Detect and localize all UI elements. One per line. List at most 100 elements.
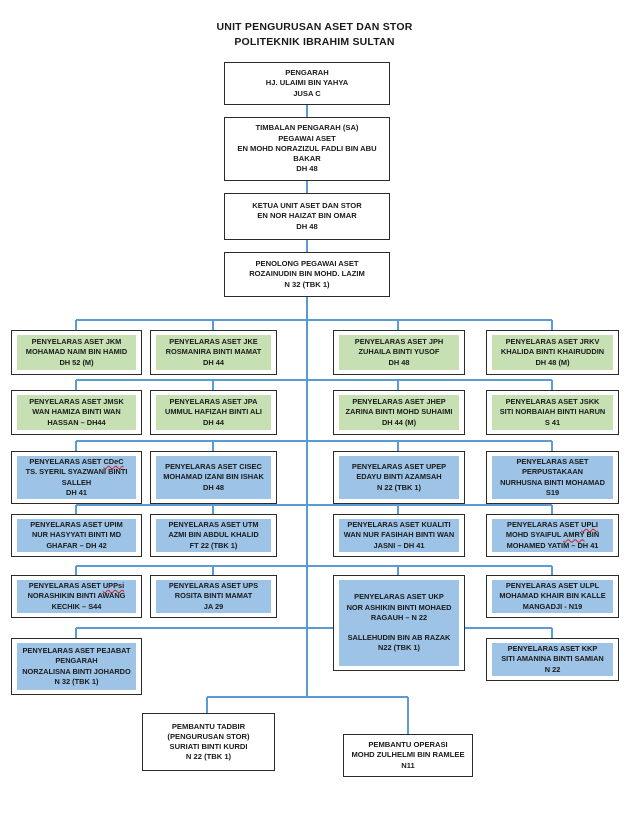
- node-text-line: S19: [545, 487, 560, 497]
- node-text-line: S 41: [544, 417, 561, 427]
- administrative-assistant-box: PEMBANTU TADBIR(PENGURUSAN STOR)SURIATI …: [142, 713, 275, 771]
- node-text-line: PENYELARAS ASET UPS: [168, 581, 259, 591]
- node-text-line: NOR ASHIKIN BINTI MOHAED: [346, 602, 452, 612]
- node-text-line: ZUHAILA BINTI YUSOF: [358, 347, 440, 357]
- node-text-line: KHALIDA BINTI KHAIRUDDIN: [500, 347, 605, 357]
- chart-title-line-2: POLITEKNIK IBRAHIM SULTAN: [234, 36, 395, 48]
- node-text-line: WAN HAMIZA BINTI WAN: [32, 407, 121, 417]
- node-text-line: MOHD SYAIFUL AMRY BIN: [505, 530, 600, 540]
- node-text-line: PENYELARAS ASET KUALITI: [347, 520, 451, 530]
- spellcheck-mark: CDeC: [103, 457, 124, 467]
- node-text-line: ROSMANIRA BINTI MAMAT: [165, 347, 262, 357]
- node-text-line: (PENGURUSAN STOR): [167, 731, 250, 741]
- node-text-line: PENYELARAS ASET UPPsi: [28, 581, 125, 591]
- node-text-line: DH 41: [66, 487, 87, 497]
- node-text-line: PENGARAH: [55, 656, 98, 666]
- spellcheck-mark: AMRY: [563, 530, 585, 540]
- node-text-line: PENYELARAS ASET UPEP: [351, 462, 447, 472]
- node-text-line: NORZALISNA BINTI JOHARDO: [22, 666, 131, 676]
- node-text-line: SALLEHUDIN BIN AB RAZAK: [347, 633, 451, 643]
- node-text-line: DH 48: [388, 357, 410, 367]
- node-text-line: PENYELARAS ASET JKM: [31, 337, 122, 347]
- node-text-line: PENYELARAS ASET: [516, 457, 589, 467]
- node-text-line: TIMBALAN PENGARAH (SA): [255, 123, 359, 133]
- node-text-line: DH 48: [296, 221, 318, 231]
- node-text-line: RAGAUH – N 22: [370, 612, 428, 622]
- node-text-line: WAN NUR FASIHAH BINTI WAN: [343, 530, 455, 540]
- node-text-line: TS. SYERIL SYAZWANI BINTI: [25, 467, 128, 477]
- chart-title-line-1: UNIT PENGURUSAN ASET DAN STOR: [216, 21, 413, 33]
- node-text-line: KETUA UNIT ASET DAN STOR: [252, 201, 362, 211]
- node-text-line: MOHAMED YATIM – DH 41: [506, 540, 599, 550]
- node-text-line: PENYELARAS ASET CDeC: [29, 457, 124, 467]
- node-text-line: GHAFAR – DH 42: [46, 540, 107, 550]
- node-text-line: [398, 623, 400, 633]
- node-text-line: PENYELARAS ASET UPIM: [30, 520, 123, 530]
- node-text-line: DH 48: [296, 164, 318, 174]
- node-text-line: PEMBANTU TADBIR: [171, 721, 246, 731]
- node-text-line: PENYELARAS ASET JHEP: [352, 397, 446, 407]
- node-text-line: N22 (TBK 1): [378, 643, 420, 653]
- node-text-line: MOHAMAD NAIM BIN HAMID: [25, 347, 128, 357]
- node-text-line: ROSITA BINTI MAMAT: [174, 591, 253, 601]
- node-text-line: PENYELARAS ASET CISEC: [165, 462, 262, 472]
- node-text-line: EN NOR HAIZAT BIN OMAR: [257, 211, 357, 221]
- node-text-line: PEGAWAI ASET: [278, 133, 336, 143]
- node-text-line: N 22 (TBK 1): [185, 752, 232, 762]
- node-text-line: MOHD ZULHELMI BIN RAMLEE: [351, 750, 465, 760]
- node-text-line: EDAYU BINTI AZAMSAH: [356, 472, 442, 482]
- node-text-line: PENGARAH: [285, 68, 329, 78]
- node-text-line: N 32 (TBK 1): [54, 676, 99, 686]
- node-text-line: PENYELARAS ASET JRKV: [505, 337, 600, 347]
- node-text-line: FT 22 (TBK 1): [189, 540, 238, 550]
- node-text-line: DH 48: [203, 482, 224, 492]
- node-text-line: PENYELARAS ASET JPA: [169, 397, 258, 407]
- node-text-line: ROZAINUDIN BIN MOHD. LAZIM: [249, 269, 365, 279]
- node-text-line: PENYELARAS ASET UTM: [168, 520, 259, 530]
- node-text-line: PENYELARAS ASET UPLI: [507, 520, 598, 530]
- node-text-line: AZMI BIN ABDUL KHALID: [168, 530, 259, 540]
- node-text-line: SURIATI BINTI KURDI: [169, 742, 248, 751]
- node-text-line: JUSA C: [293, 88, 321, 98]
- node-text-line: HASSAN – DH44: [47, 417, 106, 427]
- node-text-line: PENOLONG PEGAWAI ASET: [255, 259, 359, 269]
- node-text-line: SITI AMANINA BINTI SAMIAN: [501, 654, 604, 664]
- node-text-line: PERPUSTAKAAN: [521, 467, 584, 477]
- node-text-line: N 32 (TBK 1): [284, 279, 330, 289]
- node-text-line: PENYELARAS ASET UKP: [354, 592, 444, 602]
- node-text-line: JA 29: [203, 601, 224, 611]
- node-text-line: PENYELARAS ASET JMSK: [29, 397, 124, 407]
- node-text-line: PENYELARAS ASET KKP: [507, 644, 598, 654]
- node-text-line: NURHUSNA BINTI MOHAMAD: [500, 477, 605, 487]
- node-text-line: NUR HASYYATI BINTI MD: [31, 530, 122, 540]
- node-text-line: PEMBANTU OPERASI: [368, 740, 448, 750]
- node-text-line: DH 44: [203, 417, 224, 427]
- node-text-line: PENYELARAS ASET PEJABAT: [22, 646, 131, 656]
- node-text-line: N 22 (TBK 1): [377, 482, 421, 492]
- node-text-line: JASNI – DH 41: [373, 540, 425, 550]
- node-text-line: DH 44 (M): [381, 417, 417, 427]
- node-text-line: N11: [401, 760, 415, 770]
- node-text-line: MOHAMAD KHAIR BIN KALLE: [499, 591, 606, 601]
- node-text-line: NORASHIKIN BINTI AWANG: [27, 591, 126, 601]
- spellcheck-mark: UPPsi: [102, 581, 125, 591]
